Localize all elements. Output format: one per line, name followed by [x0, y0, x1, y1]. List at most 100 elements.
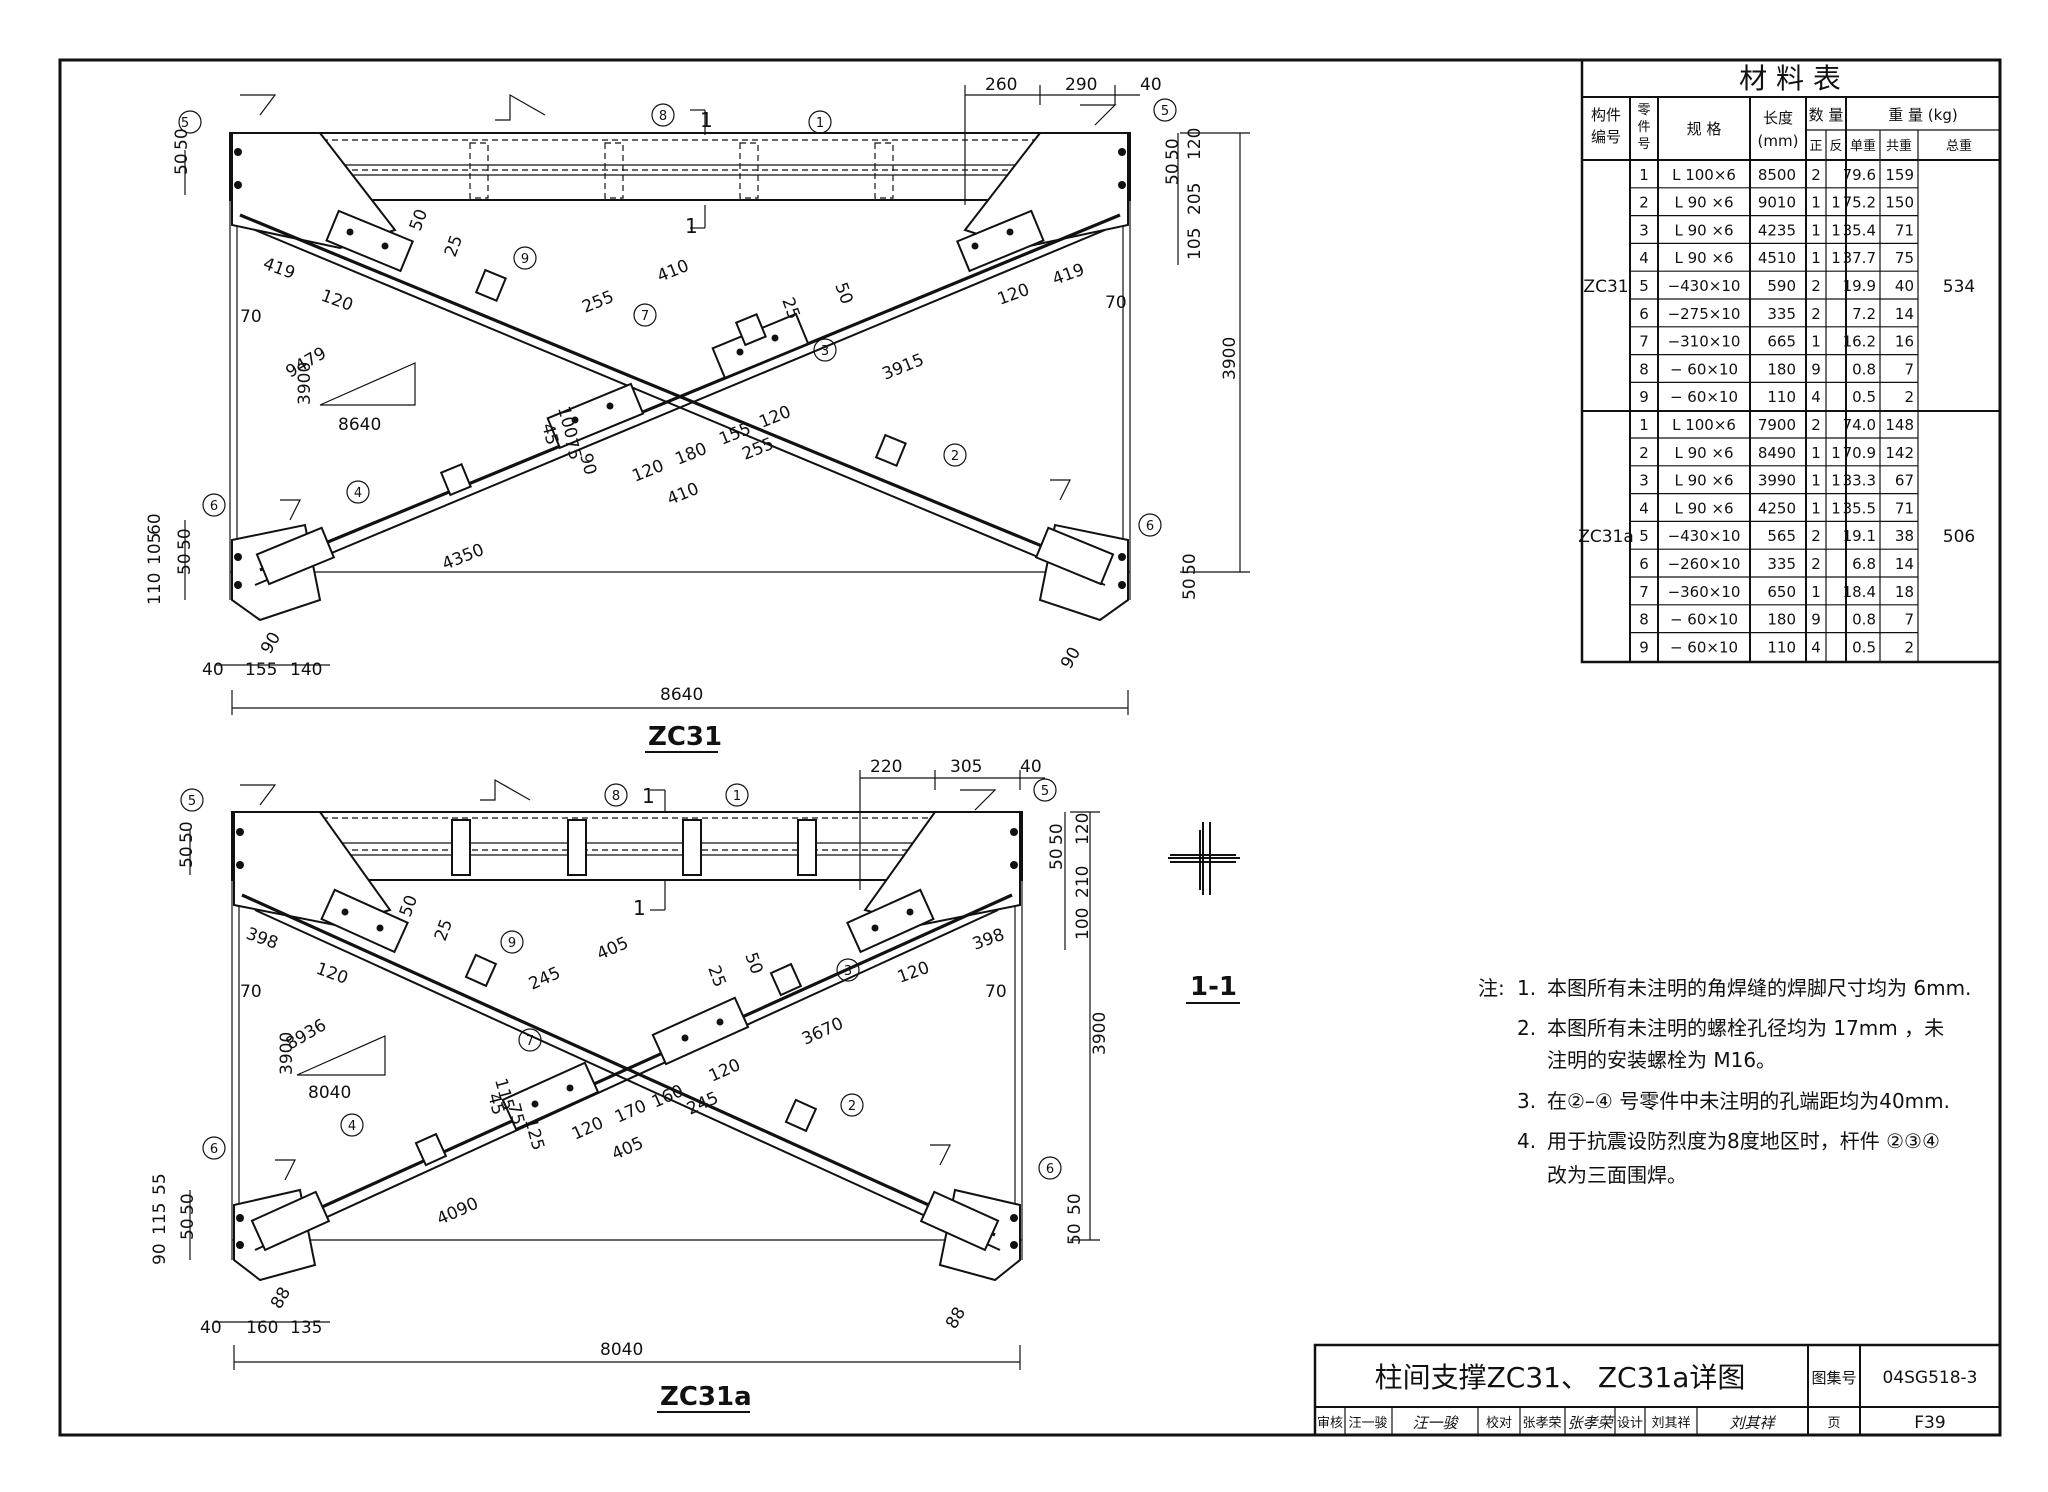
zc31-dim-b90r: 90	[1057, 644, 1085, 673]
table-cell-no: 3	[1639, 221, 1649, 239]
zc31-dim-3915: 3915	[879, 350, 927, 385]
table-cell-unit: 70.9	[1843, 444, 1876, 462]
zc31-callout-3: 3	[821, 344, 829, 359]
table-cell-sum: 67	[1895, 472, 1914, 490]
notes-prefix: 注:	[1478, 976, 1505, 1000]
table-cell-no: 1	[1639, 166, 1649, 184]
hdr-part-2: 件	[1637, 120, 1650, 135]
table-cell-sum: 16	[1895, 333, 1914, 351]
table-cell-unit: 19.1	[1843, 527, 1876, 545]
zc31a-callout-2: 2	[848, 1099, 856, 1114]
table-cell-sum: 71	[1895, 499, 1914, 517]
zc31a-callout-1: 1	[733, 789, 741, 804]
note-1-line-1: 本图所有未注明的角焊缝的焊脚尺寸均为 6mm.	[1547, 976, 1971, 1000]
zc31a-callout-6-right: 6	[1046, 1162, 1054, 1177]
checker-signature: 张孝荣	[1567, 1414, 1614, 1432]
review-label: 审核	[1317, 1416, 1343, 1431]
zc31-callout-5-left: 5	[181, 116, 189, 131]
zc31-dim-l110: 110	[145, 573, 165, 605]
table-cell-sum: 2	[1904, 638, 1914, 656]
zc31a-dim-398r: 398	[970, 925, 1007, 955]
zc31-dim-b140: 140	[290, 660, 322, 680]
table-cell-sum: 18	[1895, 583, 1914, 601]
table-cell-neg: 1	[1831, 499, 1841, 517]
table-cell-no: 5	[1639, 277, 1649, 295]
zc31-dim-40: 40	[1140, 75, 1162, 95]
table-cell-pos: 2	[1811, 277, 1821, 295]
table-cell-sum: 150	[1885, 194, 1914, 212]
table-cell-no: 5	[1639, 527, 1649, 545]
zc31-callout-9: 9	[521, 252, 529, 267]
table-cell-no: 8	[1639, 611, 1649, 629]
table-cell-no: 4	[1639, 499, 1649, 517]
note-4-line-2: 改为三面围焊。	[1547, 1163, 1687, 1187]
table-cell-unit: 33.3	[1843, 472, 1876, 490]
table-cell-unit: 0.8	[1852, 360, 1876, 378]
table-cell-unit: 74.0	[1843, 416, 1876, 434]
table-cell-no: 9	[1639, 388, 1649, 406]
zc31a-callout-5-left: 5	[188, 794, 196, 809]
zc31a-dim-r100: 100	[1073, 908, 1093, 940]
zc31a-dim-l50b: 50	[177, 821, 197, 843]
zc31-dim-410b: 410	[664, 479, 702, 510]
table-cell-unit: 0.5	[1852, 638, 1876, 656]
zc31-dim-r105: 105	[1185, 228, 1205, 260]
zc31a-dim-40: 40	[1020, 757, 1042, 777]
table-cell-unit: 35.5	[1843, 499, 1876, 517]
table-cell-spec: −430×10	[1668, 277, 1741, 295]
page-label: 页	[1827, 1416, 1840, 1431]
table-cell-spec: − 60×10	[1670, 388, 1738, 406]
table-cell-spec: −275×10	[1668, 305, 1741, 323]
table-cell-unit: 75.2	[1843, 194, 1876, 212]
table-cell-unit: 0.8	[1852, 611, 1876, 629]
zc31a-dim-398l: 398	[243, 924, 280, 954]
table-cell-len: 565	[1767, 527, 1796, 545]
zc31a-dim-height: 3900	[1090, 1012, 1110, 1055]
table-cell-unit: 35.4	[1843, 221, 1876, 239]
zc31a-dim-305: 305	[950, 757, 982, 777]
table-cell-len: 7900	[1758, 416, 1796, 434]
table-cell-len: 335	[1767, 305, 1796, 323]
designer-name: 刘其祥	[1651, 1416, 1690, 1431]
zc31-dim-br50a: 50	[1180, 578, 1200, 600]
zc31-dim-50a: 50	[406, 207, 432, 234]
table-cell-unit: 6.8	[1852, 555, 1876, 573]
zc31a-dim-l50a: 50	[177, 846, 197, 868]
note-3-line-1: 在②–④ 号零件中未注明的孔端距均为40mm.	[1547, 1089, 1950, 1113]
zc31-dim-b90l: 90	[257, 629, 285, 658]
table-cell-unit: 0.5	[1852, 388, 1876, 406]
drawing-title: 柱间支撑ZC31、 ZC31a详图	[1375, 1361, 1746, 1394]
table-cell-unit: 18.4	[1843, 583, 1876, 601]
zc31a-callout-6-left: 6	[210, 1142, 218, 1157]
table-cell-len: 590	[1767, 277, 1796, 295]
note-2-num: 2.	[1517, 1016, 1536, 1040]
zc31a-dim-25b: 25	[703, 963, 729, 990]
design-label: 设计	[1617, 1416, 1643, 1431]
group-zc31a-member: ZC31a	[1578, 527, 1634, 547]
table-cell-spec: L 90 ×6	[1674, 194, 1733, 212]
zc31-drawing	[178, 85, 1250, 715]
group-zc31a-total: 506	[1943, 527, 1975, 547]
zc31-callout-1: 1	[816, 116, 824, 131]
note-4-line-1: 用于抗震设防烈度为8度地区时，杆件 ②③④	[1547, 1129, 1940, 1153]
table-cell-spec: L 90 ×6	[1674, 444, 1733, 462]
table-cell-unit: 37.7	[1843, 249, 1876, 267]
zc31a-dim-b135: 135	[290, 1318, 322, 1338]
table-cell-no: 4	[1639, 249, 1649, 267]
zc31-dim-90c: 90	[575, 451, 600, 477]
zc31-dim-25b: 25	[777, 295, 803, 322]
table-cell-len: 4510	[1758, 249, 1796, 267]
zc31-dim-120c: 120	[629, 456, 667, 487]
zc31a-callout-3: 3	[844, 964, 852, 979]
zc31a-dim-120d: 120	[706, 1055, 744, 1086]
zc31a-dim-120l: 120	[313, 959, 350, 989]
zc31-dim-120d: 120	[756, 402, 794, 433]
zc31a-callout-5-right: 5	[1041, 784, 1049, 799]
zc31a-dim-l90: 90	[150, 1243, 170, 1265]
table-cell-len: 3990	[1758, 472, 1796, 490]
table-cell-no: 9	[1639, 638, 1649, 656]
zc31-dim-255a: 255	[579, 287, 617, 318]
atlas-number: 04SG518-3	[1883, 1368, 1978, 1388]
zc31-dim-419l: 419	[260, 254, 297, 284]
zc31a-dim-4090: 4090	[434, 1194, 482, 1230]
